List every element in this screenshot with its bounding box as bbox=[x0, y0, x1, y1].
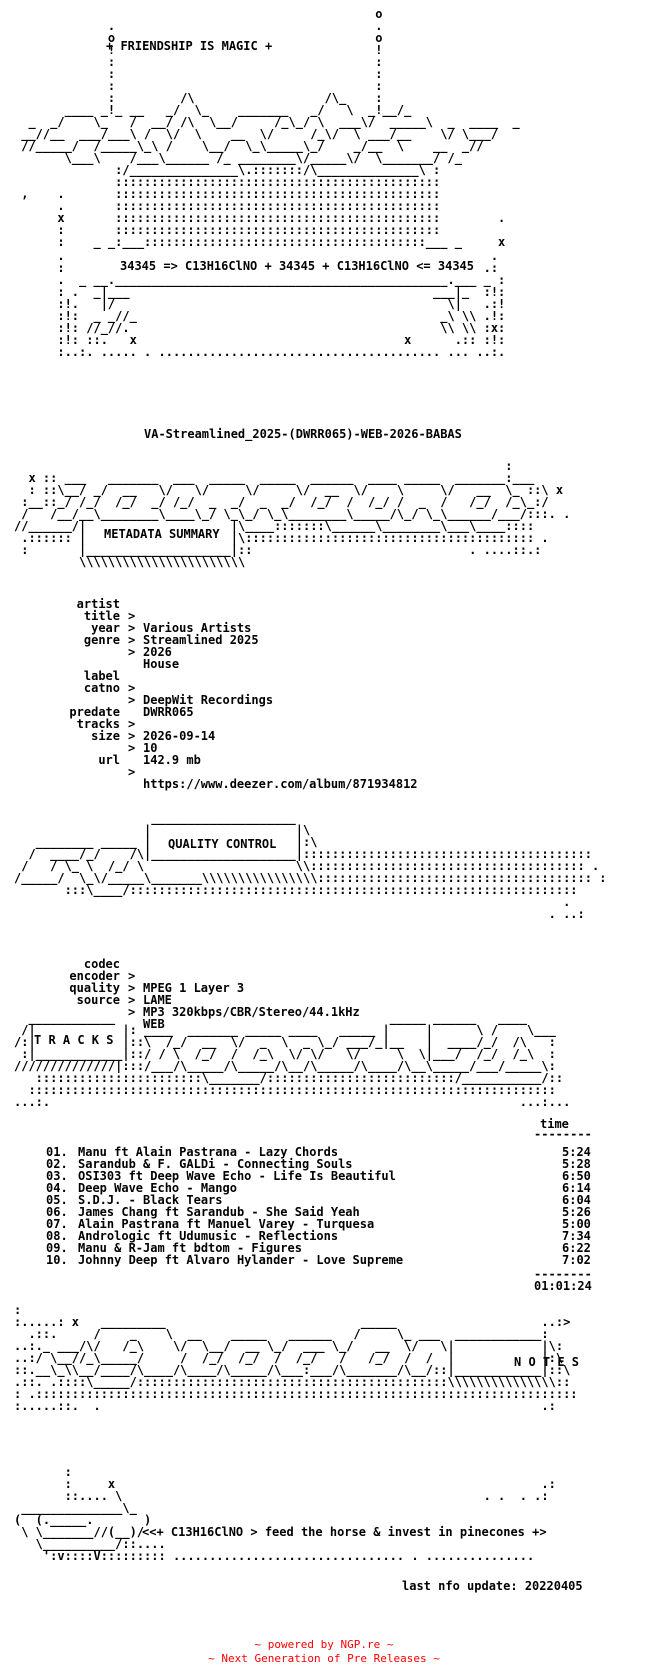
quality-section-art: ____________________ | |\ ________ _____… bbox=[14, 811, 607, 921]
metadata-value: Streamlined 2025 bbox=[143, 633, 259, 647]
metadata-value: Various Artists bbox=[143, 621, 252, 635]
header-formula: 34345 => C13H16ClNO + 34345 + C13H16ClNO… bbox=[120, 259, 475, 273]
track-title: Manu & R-Jam ft bdtom - Figures bbox=[78, 1241, 302, 1255]
track-number: 06. bbox=[46, 1205, 68, 1219]
metadata-key: label bbox=[83, 669, 120, 683]
footer-tagline: ~ Next Generation of Pre Releases ~ bbox=[208, 1652, 440, 1665]
metadata-section-title: METADATA SUMMARY bbox=[104, 527, 220, 541]
track-title: S.D.J. - Black Tears bbox=[78, 1193, 223, 1207]
track-time: 6:50 bbox=[562, 1169, 591, 1183]
track-time: 5:28 bbox=[562, 1157, 591, 1171]
metadata-row: size > 142.9 mb bbox=[0, 718, 201, 778]
quality-value: LAME bbox=[143, 993, 172, 1007]
quality-row: quality > MP3 320kbps/CBR/Stereo/44.1kHz bbox=[0, 970, 359, 1030]
track-time: 6:22 bbox=[562, 1241, 591, 1255]
track-number: 04. bbox=[46, 1181, 68, 1195]
quality-value: MPEG 1 Layer 3 bbox=[143, 981, 245, 995]
track-time: 6:04 bbox=[562, 1193, 591, 1207]
notes-section-title: N O T E S bbox=[514, 1355, 580, 1369]
metadata-section-art: : x :: ___ _______ ___ _____ _____ _____… bbox=[14, 459, 571, 569]
tracks-section-art: ____________ _____ ______ ____ /| |: ___… bbox=[14, 1011, 571, 1109]
track-number: 10. bbox=[46, 1253, 68, 1267]
track-number: 09. bbox=[46, 1241, 68, 1255]
metadata-value: 10 bbox=[143, 741, 158, 755]
metadata-row: title > Streamlined 2025 bbox=[0, 598, 259, 658]
track-title: Manu ft Alain Pastrana - Lazy Chords bbox=[78, 1145, 339, 1159]
metadata-value: DWRR065 bbox=[143, 705, 194, 719]
metadata-row: label > DeepWit Recordings bbox=[0, 658, 273, 718]
metadata-url: https://www.deezer.com/album/871934812 bbox=[143, 777, 418, 791]
quality-row: source > WEB bbox=[0, 982, 165, 1042]
metadata-value: House bbox=[143, 657, 180, 671]
metadata-value: 2026 bbox=[143, 645, 172, 659]
metadata-key: predate bbox=[69, 705, 120, 719]
metadata-row: url > https://www.deezer.com/album/87193… bbox=[0, 742, 417, 802]
metadata-row: genre > House bbox=[0, 622, 179, 682]
quality-key: source bbox=[76, 993, 120, 1007]
track-time: 7:34 bbox=[562, 1229, 591, 1243]
quality-key: codec bbox=[83, 957, 120, 971]
quality-key: quality bbox=[69, 981, 120, 995]
header-ascii-art: o . . o o ! ! : bbox=[21, 7, 520, 189]
quality-row: encoder > LAME bbox=[0, 958, 171, 1018]
time-column-header: time bbox=[540, 1117, 569, 1131]
track-number: 08. bbox=[46, 1229, 68, 1243]
tracks-section-title: T R A C K S bbox=[34, 1033, 114, 1047]
last-update-label: last nfo update: bbox=[402, 1579, 518, 1593]
quality-key: encoder bbox=[69, 969, 120, 983]
metadata-value: 142.9 mb bbox=[143, 753, 201, 767]
closing-slogan: <<+ C13H16ClNO > feed the horse & invest… bbox=[142, 1525, 547, 1539]
metadata-row: predate > 2026-09-14 bbox=[69, 705, 216, 743]
metadata-key: title bbox=[83, 609, 120, 623]
closing-art: : : x .: ::.... \ . . . .: _____________… bbox=[14, 1465, 556, 1563]
quality-value: MP3 320kbps/CBR/Stereo/44.1kHz bbox=[143, 1005, 360, 1019]
divider: -------- bbox=[534, 1127, 592, 1141]
metadata-row: year > 2026 bbox=[0, 610, 172, 670]
metadata-value: 2026-09-14 bbox=[143, 729, 216, 743]
metadata-row: catno > DWRR065 bbox=[0, 670, 194, 730]
track-title: OSI303 ft Deep Wave Echo - Life Is Beaut… bbox=[78, 1169, 396, 1183]
release-name: VA-Streamlined_2025-(DWRR065)-WEB-2026-B… bbox=[144, 427, 462, 441]
total-time: 01:01:24 bbox=[534, 1279, 592, 1293]
track-number: 01. bbox=[46, 1145, 68, 1159]
track-title: Sarandub & F. GALDi - Connecting Souls bbox=[78, 1157, 353, 1171]
track-title: James Chang ft Sarandub - She Said Yeah bbox=[78, 1205, 360, 1219]
header-frame-art: . . : .: . _ __.________________________… bbox=[57, 249, 506, 359]
footer-powered-by: ~ powered by NGP.re ~ bbox=[254, 1638, 394, 1651]
track-title: Alain Pastrana ft Manuel Varey - Turques… bbox=[78, 1217, 375, 1231]
track-time: 5:24 bbox=[562, 1145, 591, 1159]
metadata-value: DeepWit Recordings bbox=[143, 693, 274, 707]
track-time: 5:26 bbox=[562, 1205, 591, 1219]
last-update-date: 20220405 bbox=[524, 1579, 583, 1593]
metadata-key: tracks bbox=[76, 717, 120, 731]
track-number: 05. bbox=[46, 1193, 68, 1207]
track-number: 07. bbox=[46, 1217, 68, 1231]
metadata-key: artist bbox=[76, 597, 120, 611]
header-tagline: + FRIENDSHIP IS MAGIC + bbox=[106, 39, 273, 53]
quality-value: WEB bbox=[143, 1017, 165, 1031]
track-title: Johnny Deep ft Alvaro Hylander - Love Su… bbox=[78, 1253, 404, 1267]
metadata-key: url bbox=[98, 753, 120, 767]
metadata-key: size bbox=[91, 729, 120, 743]
track-title: Andrologic ft Udumusic - Reflections bbox=[78, 1229, 339, 1243]
track-time: 5:00 bbox=[562, 1217, 591, 1231]
metadata-key: catno bbox=[83, 681, 120, 695]
track-time: 6:14 bbox=[562, 1181, 591, 1195]
divider: -------- bbox=[534, 1267, 592, 1281]
metadata-key: genre bbox=[83, 633, 120, 647]
metadata-key: year bbox=[91, 621, 120, 635]
track-title: Deep Wave Echo - Mango bbox=[78, 1181, 237, 1195]
track-number: 02. bbox=[46, 1157, 68, 1171]
metadata-row: tracks > 10 bbox=[0, 706, 158, 766]
last-update: last nfo update: 20220405 bbox=[402, 1580, 583, 1592]
quality-section-title: QUALITY CONTROL bbox=[168, 837, 277, 851]
metadata-row: artist > Various Artists bbox=[0, 586, 252, 646]
header-ascii-block: , . ::::::::::::::::::::::::::::::::::::… bbox=[21, 187, 506, 249]
quality-row: codec > MPEG 1 Layer 3 bbox=[0, 946, 244, 1006]
notes-section-art: : :.....: x _________ _____ ..:> .::. / … bbox=[14, 1303, 578, 1413]
track-time: 7:02 bbox=[562, 1253, 591, 1267]
track-number: 03. bbox=[46, 1169, 68, 1183]
